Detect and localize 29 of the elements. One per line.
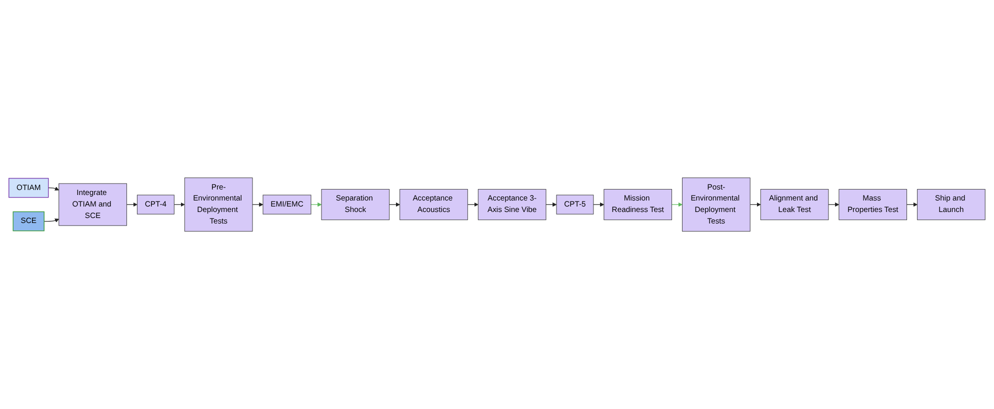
- arrow: [906, 202, 918, 207]
- node-box: [917, 188, 986, 220]
- node-box: [760, 188, 829, 220]
- node-box: [478, 188, 546, 220]
- node-box: [682, 178, 750, 232]
- arrow: [310, 202, 322, 207]
- node-box: [556, 194, 594, 214]
- arrow: [593, 202, 604, 207]
- arrow: [48, 186, 60, 190]
- arrow: [174, 202, 185, 207]
- arrow: [126, 202, 138, 207]
- arrow: [389, 202, 400, 207]
- arrow: [546, 202, 557, 207]
- node-box: [321, 188, 390, 220]
- arrow: [252, 202, 264, 207]
- arrow: [44, 218, 60, 222]
- node-box: [262, 194, 312, 214]
- arrow: [467, 202, 478, 207]
- arrow: [671, 202, 682, 207]
- node-box: [184, 178, 253, 232]
- node-box: [8, 178, 49, 198]
- node-box: [604, 188, 672, 220]
- arrow: [828, 202, 840, 207]
- node-box: [838, 188, 908, 220]
- node-box: [400, 188, 468, 220]
- arrow: [750, 202, 761, 207]
- node-box: [136, 194, 174, 214]
- node-box: [58, 183, 127, 226]
- node-box: [12, 211, 44, 232]
